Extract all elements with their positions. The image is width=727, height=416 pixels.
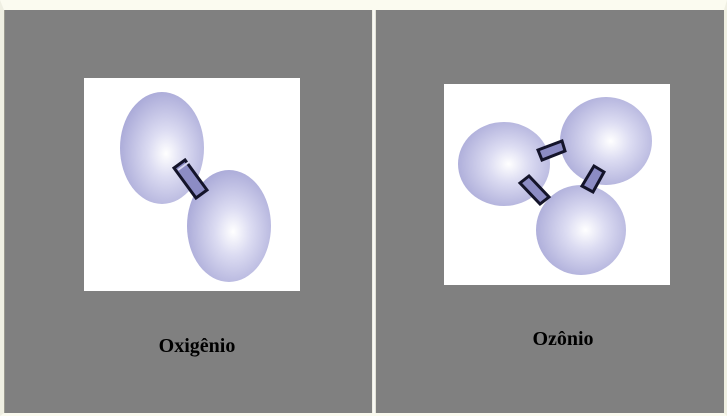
table-cell-ozone: Ozônio bbox=[376, 10, 724, 413]
oxygen-atom-2 bbox=[187, 170, 271, 282]
ozone-bond-top bbox=[536, 139, 567, 162]
ozone-bond-right bbox=[579, 163, 607, 195]
oxygen-bond bbox=[171, 157, 210, 201]
cell-divider bbox=[372, 10, 376, 413]
ozone-atom-bottom bbox=[536, 185, 626, 275]
ozone-molecule-image bbox=[444, 84, 670, 285]
ozone-bond-left bbox=[517, 173, 552, 207]
ozone-caption: Ozônio bbox=[532, 328, 594, 350]
table-cell-oxygen: Oxigênio bbox=[4, 10, 372, 413]
ozone-atom-right bbox=[560, 97, 652, 185]
oxygen-molecule-image bbox=[84, 78, 300, 291]
oxygen-caption: Oxigênio bbox=[158, 335, 236, 357]
